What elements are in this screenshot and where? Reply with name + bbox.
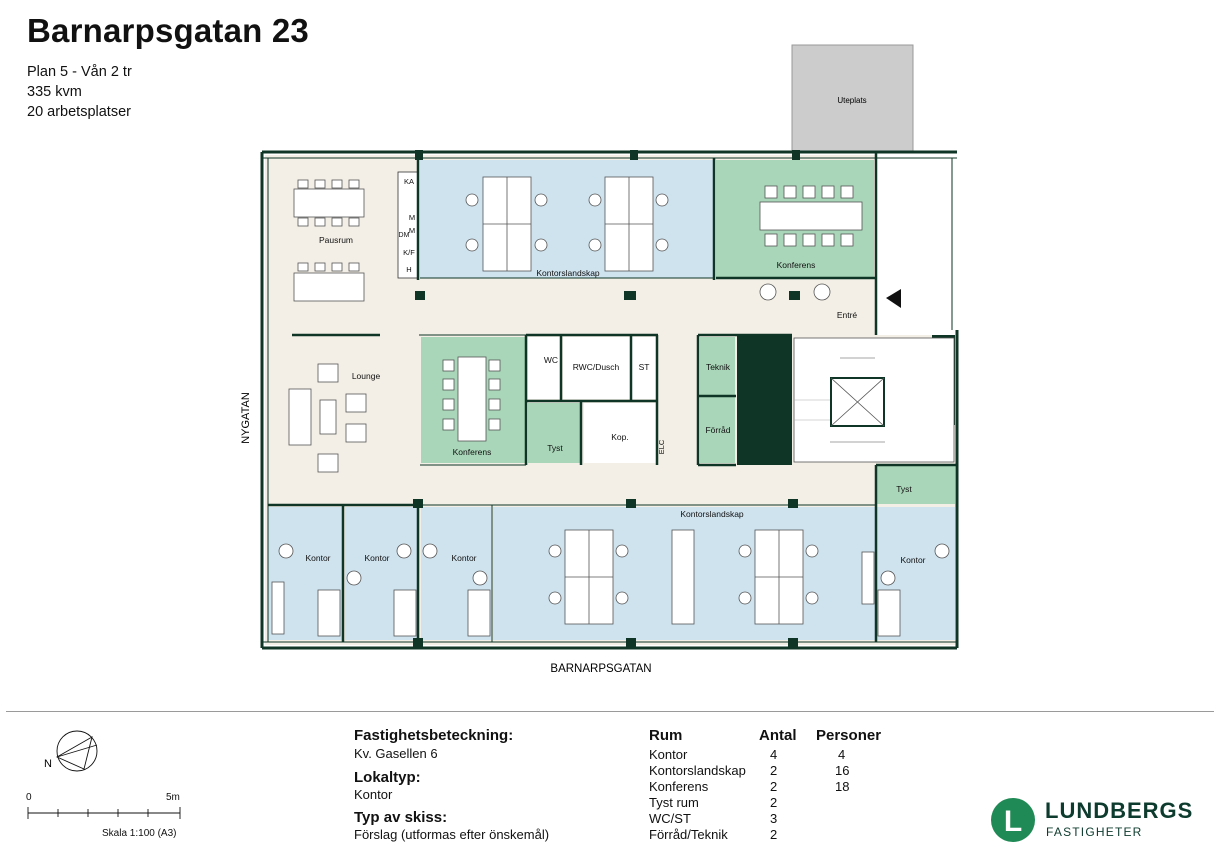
compass-circle-icon xyxy=(56,730,98,772)
table-cell-room: Tyst rum xyxy=(649,795,699,810)
room-label-entre: Entré xyxy=(837,310,858,320)
property-label-1: Fastighetsbeteckning: xyxy=(354,727,514,744)
street-label-south: BARNARPSGATAN xyxy=(550,663,651,675)
property-label-3: Typ av skiss: xyxy=(354,809,448,826)
table-cell-persons: 4 xyxy=(838,747,846,762)
room-label-m2: M xyxy=(409,226,415,235)
room-label-st: ST xyxy=(639,362,650,372)
property-value-1: Kv. Gasellen 6 xyxy=(354,746,438,761)
room-label-konferens-top: Konferens xyxy=(777,260,816,270)
st-room xyxy=(632,337,656,399)
room-label-dm: DM xyxy=(399,232,410,239)
entrance-area xyxy=(877,155,955,335)
room-label-m1: M xyxy=(409,213,415,222)
floor-plan: Uteplats xyxy=(240,44,959,675)
table-cell-room: WC/ST xyxy=(649,811,691,826)
table-cell-count: 4 xyxy=(770,747,778,762)
scale-bar xyxy=(27,807,181,819)
table-cell-count: 2 xyxy=(770,763,778,778)
storage-column xyxy=(397,171,419,279)
room-label-tyst-right: Tyst xyxy=(896,484,912,494)
room-label-kontorslandskap-bottom: Kontorslandskap xyxy=(680,509,744,519)
table-cell-persons: 18 xyxy=(835,779,850,794)
room-label-kop: Kop. xyxy=(611,432,629,442)
outer-walls xyxy=(260,150,959,650)
brand-sub: FASTIGHETER xyxy=(1046,825,1143,839)
room-label-teknik: Teknik xyxy=(706,362,731,372)
table-header-personer: Personer xyxy=(816,727,882,744)
compass-north-label: N xyxy=(44,758,52,770)
quiet-room-right xyxy=(877,466,955,504)
lundbergs-logo-icon: L xyxy=(991,798,1035,842)
room-label-elc: ELC xyxy=(657,439,666,454)
scale-label: Skala 1:100 (A3) xyxy=(102,828,177,839)
area-label: 335 kvm xyxy=(27,84,82,100)
office-landscape-top xyxy=(420,160,713,278)
property-label-2: Lokaltyp: xyxy=(354,769,421,786)
quiet-room-mid xyxy=(528,403,580,463)
terrace-area xyxy=(791,44,914,152)
copy-room xyxy=(584,403,656,463)
technical-room xyxy=(700,337,735,395)
table-header-rum: Rum xyxy=(649,727,683,744)
room-label-wc: WC xyxy=(544,355,558,365)
room-label-ka: KA xyxy=(404,177,414,186)
street-label-west: NYGATAN xyxy=(240,392,252,444)
room-label-uteplats: Uteplats xyxy=(837,96,866,105)
office-desks-bottom xyxy=(271,529,950,637)
table-cell-room: Kontor xyxy=(649,747,688,762)
room-label-kontor-3: Kontor xyxy=(451,553,476,563)
room-label-kontor-1: Kontor xyxy=(305,553,330,563)
room-label-pausrum: Pausrum xyxy=(319,235,353,245)
logo-letter: L xyxy=(1004,805,1022,838)
brand-name: LUNDBERGS xyxy=(1045,798,1194,823)
room-label-kf: K/F xyxy=(403,248,415,257)
scale-start-label: 0 xyxy=(26,792,32,803)
room-label-lounge: Lounge xyxy=(352,371,381,381)
office-desks-top xyxy=(465,176,669,272)
table-cell-count: 2 xyxy=(770,795,778,810)
room-label-kontor-2: Kontor xyxy=(364,553,389,563)
rwc-room xyxy=(563,337,630,399)
storage-room xyxy=(700,397,735,463)
property-value-2: Kontor xyxy=(354,787,393,802)
room-label-kontor-4: Kontor xyxy=(900,555,925,565)
scale-end-label: 5m xyxy=(166,792,180,803)
table-header-antal: Antal xyxy=(759,727,797,744)
conference-table-mid xyxy=(442,356,501,442)
north-arrow-icon xyxy=(56,736,93,770)
entrance-arrow-icon xyxy=(886,289,901,308)
compass: N xyxy=(44,730,98,772)
table-cell-room: Kontorslandskap xyxy=(649,763,746,778)
table-cell-persons: 16 xyxy=(835,763,850,778)
property-value-3: Förslag (utformas efter önskemål) xyxy=(354,827,550,842)
wc-room xyxy=(528,337,561,399)
page-title: Barnarpsgatan 23 xyxy=(27,12,309,49)
room-label-kontorslandskap-top: Kontorslandskap xyxy=(536,268,600,278)
shaft-core xyxy=(737,335,792,465)
table-cell-room: Förråd/Teknik xyxy=(649,827,728,842)
columns xyxy=(413,150,800,648)
room-label-rwc: RWC/Dusch xyxy=(573,362,620,372)
table-cell-room: Konferens xyxy=(649,779,709,794)
interior-walls xyxy=(268,152,957,642)
footer-divider xyxy=(6,711,1214,712)
conference-table-top xyxy=(759,185,863,301)
room-label-h: H xyxy=(406,265,411,274)
lounge-furniture xyxy=(288,363,367,473)
table-cell-count: 2 xyxy=(770,827,778,842)
plan-label: Plan 5 - Vån 2 tr xyxy=(27,64,132,80)
workplaces-label: 20 arbetsplatser xyxy=(27,104,131,120)
room-label-forrad: Förråd xyxy=(705,425,730,435)
table-cell-count: 2 xyxy=(770,779,778,794)
room-label-konferens-mid: Konferens xyxy=(453,447,492,457)
table-cell-count: 3 xyxy=(770,811,778,826)
room-label-tyst-mid: Tyst xyxy=(547,443,563,453)
pausrum-furniture xyxy=(293,179,365,302)
